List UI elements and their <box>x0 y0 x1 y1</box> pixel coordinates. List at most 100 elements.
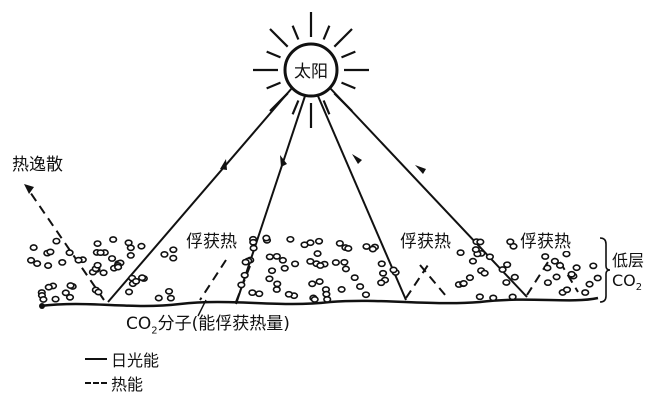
co2-molecule <box>322 290 331 298</box>
co2-molecule <box>124 288 134 296</box>
co2-molecule <box>109 236 118 243</box>
trapped-heat-label-3: 俘获热 <box>520 232 571 252</box>
co2-molecule <box>306 257 315 265</box>
co2-molecule <box>265 275 274 283</box>
co2-molecule <box>94 288 103 296</box>
co2-molecule <box>502 279 511 286</box>
co2-molecule <box>498 266 507 273</box>
co2-molecule <box>262 234 271 242</box>
co2-molecule <box>581 289 590 296</box>
co2-molecule <box>550 257 559 265</box>
heat-escape-label: 热逸散 <box>12 155 63 175</box>
co2-molecule <box>96 249 105 257</box>
co2-molecule <box>107 255 117 262</box>
co2-molecule <box>313 250 322 257</box>
low-layer-co2-label: CO2 <box>612 271 643 294</box>
co2-molecule <box>126 252 135 259</box>
co2-molecule <box>389 266 398 274</box>
sun-ray <box>291 25 300 40</box>
co2-molecule <box>241 258 250 266</box>
co2-molecule <box>280 264 289 272</box>
co2-molecule <box>362 243 371 250</box>
co2-molecule-label: CO2分子(能俘获热量) <box>126 314 290 337</box>
co2-molecule <box>344 245 353 252</box>
co2-molecule <box>166 294 175 302</box>
co2-molecule <box>46 248 55 256</box>
sun-ray <box>333 28 353 48</box>
co2-molecule <box>316 262 325 269</box>
co2-molecule <box>114 263 123 271</box>
co2-molecule <box>368 245 377 253</box>
co2-molecule <box>29 244 38 251</box>
co2-molecule <box>543 264 552 272</box>
co2-molecule <box>131 277 141 285</box>
co2-molecule <box>237 281 246 289</box>
co2-molecule <box>471 246 480 253</box>
co2-molecule <box>465 274 475 282</box>
co2-molecule <box>337 286 346 293</box>
co2-molecule <box>160 250 169 258</box>
heat-escape-line <box>29 191 105 301</box>
co2-molecule <box>377 260 386 268</box>
solid-line-icon <box>85 358 107 360</box>
co2-molecule <box>377 279 386 287</box>
co2-molecule <box>169 246 178 254</box>
low-layer-label: 低层 <box>612 251 645 270</box>
co2-molecule <box>249 244 258 252</box>
co2-molecule <box>126 244 135 252</box>
trapped-heat-label-1: 俘获热 <box>186 232 237 252</box>
co2-molecule <box>52 237 61 245</box>
co2-molecule <box>468 257 478 265</box>
solar-ray <box>317 95 407 301</box>
sun-ray <box>322 25 331 40</box>
layer-bracket <box>599 237 611 303</box>
co2-molecule <box>249 238 258 246</box>
co2-molecule <box>489 294 498 302</box>
co2-molecule <box>459 280 468 287</box>
co2-molecule <box>356 283 365 290</box>
co2-molecule <box>585 280 594 288</box>
sun-ray <box>341 50 356 59</box>
co2-molecule <box>154 294 163 302</box>
co2-molecule <box>340 258 349 266</box>
co2-molecule <box>93 261 102 269</box>
co2-molecule <box>331 259 340 266</box>
co2-molecule <box>350 274 359 282</box>
co2-molecule <box>543 279 553 287</box>
co2-molecule <box>65 249 74 257</box>
co2-molecule <box>44 262 53 269</box>
co2-molecule <box>335 239 344 247</box>
co2-molecule <box>290 260 300 268</box>
co2-molecule <box>66 282 75 289</box>
co2-molecule <box>33 260 42 267</box>
co2-molecule <box>138 274 147 282</box>
co2-molecule <box>323 295 332 303</box>
co2-molecule <box>508 293 517 301</box>
co2-molecule <box>315 278 324 285</box>
co2-molecule <box>58 259 67 266</box>
co2-molecule <box>248 289 257 297</box>
co2-molecule <box>93 240 102 247</box>
co2-molecule <box>278 256 287 264</box>
co2-molecule <box>456 249 465 257</box>
co2-molecule <box>267 267 277 275</box>
heat-trap-line <box>419 264 447 297</box>
co2-molecule <box>341 265 351 273</box>
co2-molecule <box>562 286 572 294</box>
co2-molecule <box>541 253 550 260</box>
co2-molecule <box>74 256 83 264</box>
co2-molecule <box>503 261 512 269</box>
co2-molecule <box>51 295 60 303</box>
co2-molecule <box>272 286 281 293</box>
solar-rays <box>107 87 528 305</box>
co2-molecule <box>169 254 178 262</box>
solar-ray <box>235 95 306 305</box>
co2-molecule <box>476 238 485 246</box>
legend-solar-energy: 日光能 <box>85 347 159 371</box>
sun-ray <box>266 81 281 90</box>
co2-molecule <box>589 262 598 270</box>
dashed-line-icon <box>85 382 107 384</box>
co2-molecule <box>308 280 317 288</box>
co2-molecule <box>552 273 561 281</box>
co2-molecule <box>475 293 484 301</box>
